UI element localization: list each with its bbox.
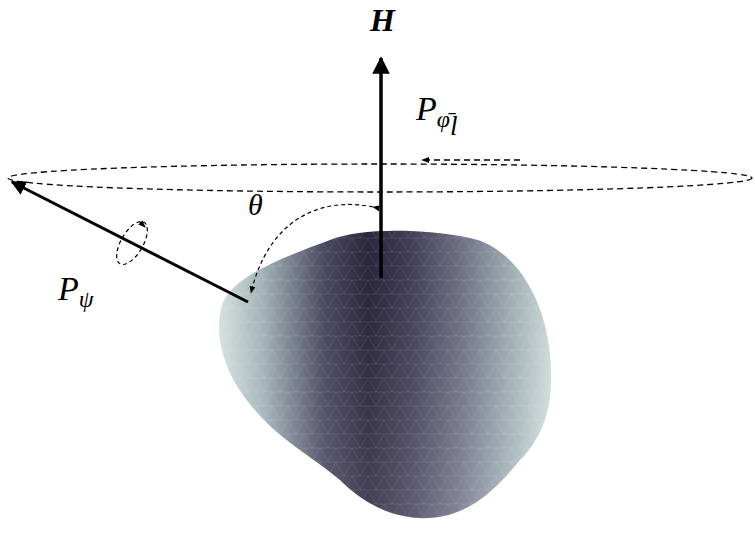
math-text: Pφ̄l xyxy=(416,90,458,127)
math-text: θ xyxy=(248,188,263,221)
math-text: Pψ xyxy=(58,270,94,307)
period-label: Pψ xyxy=(58,272,94,306)
period-label: Pφ̄l xyxy=(416,92,458,126)
math-text: H xyxy=(370,2,395,38)
vector-label: H xyxy=(370,4,395,36)
angle-label: θ xyxy=(248,190,263,220)
